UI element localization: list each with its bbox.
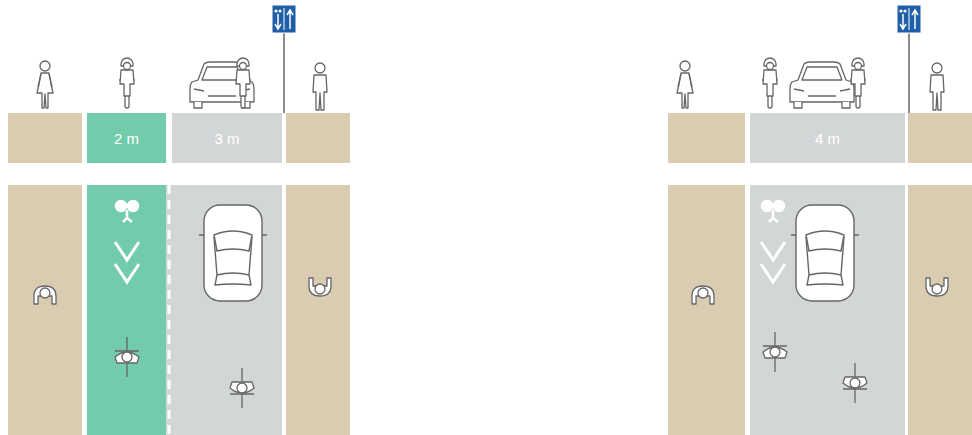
lane-band: 4 m <box>750 113 905 163</box>
width-label: 2 m <box>114 130 139 147</box>
lane-band: 2 m <box>87 113 166 163</box>
width-label: 3 m <box>214 130 239 147</box>
lane-band: 3 m <box>172 113 282 163</box>
width-label: 4 m <box>815 130 840 147</box>
